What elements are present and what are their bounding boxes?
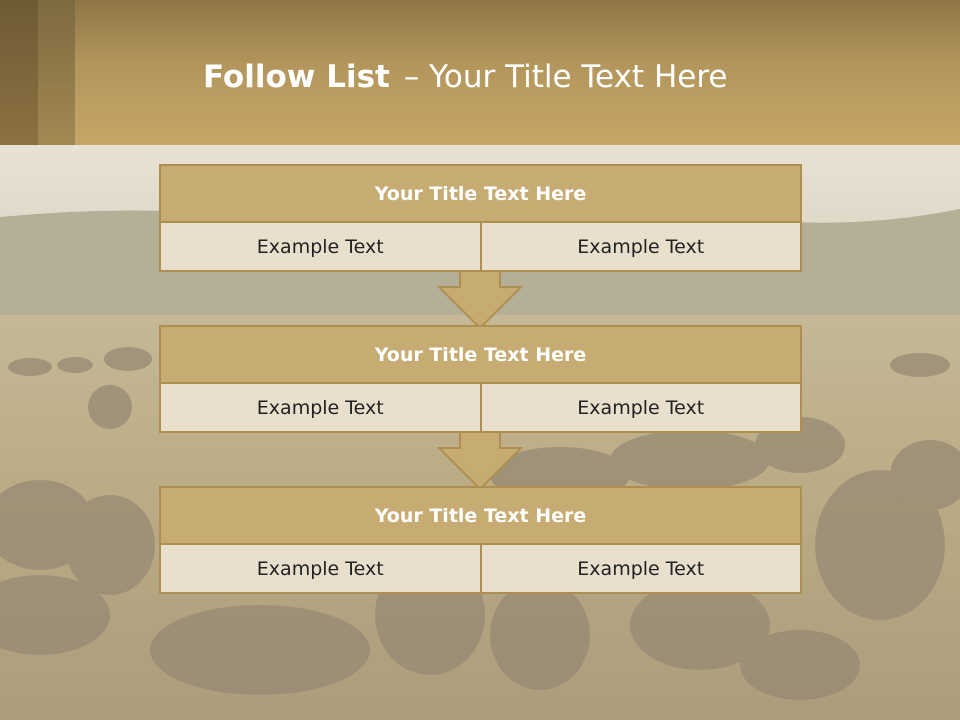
step-title: Your Title Text Here [161, 166, 800, 223]
step-cell-left: Example Text [161, 223, 480, 270]
step-row: Example Text Example Text [161, 223, 800, 270]
step-cell-right: Example Text [479, 384, 800, 431]
slide-title-rest: – Your Title Text Here [403, 59, 728, 95]
step-cell-right: Example Text [479, 223, 800, 270]
header-accent-strip [0, 0, 38, 145]
header-accent-strip-2 [38, 0, 75, 145]
down-arrow-icon [437, 431, 523, 491]
step-cell-left: Example Text [161, 384, 480, 431]
down-arrow-icon [437, 270, 523, 330]
step-cell-left: Example Text [161, 545, 480, 592]
header-band [0, 0, 960, 145]
step-row: Example Text Example Text [161, 384, 800, 431]
step-box-2[interactable]: Your Title Text Here Example Text Exampl… [159, 325, 802, 433]
step-box-1[interactable]: Your Title Text Here Example Text Exampl… [159, 164, 802, 272]
step-row: Example Text Example Text [161, 545, 800, 592]
step-box-3[interactable]: Your Title Text Here Example Text Exampl… [159, 486, 802, 594]
slide-title-bold: Follow List [203, 59, 390, 95]
slide-title[interactable]: Follow List – Your Title Text Here [203, 55, 727, 99]
step-title: Your Title Text Here [161, 488, 800, 545]
step-title: Your Title Text Here [161, 327, 800, 384]
step-cell-right: Example Text [479, 545, 800, 592]
